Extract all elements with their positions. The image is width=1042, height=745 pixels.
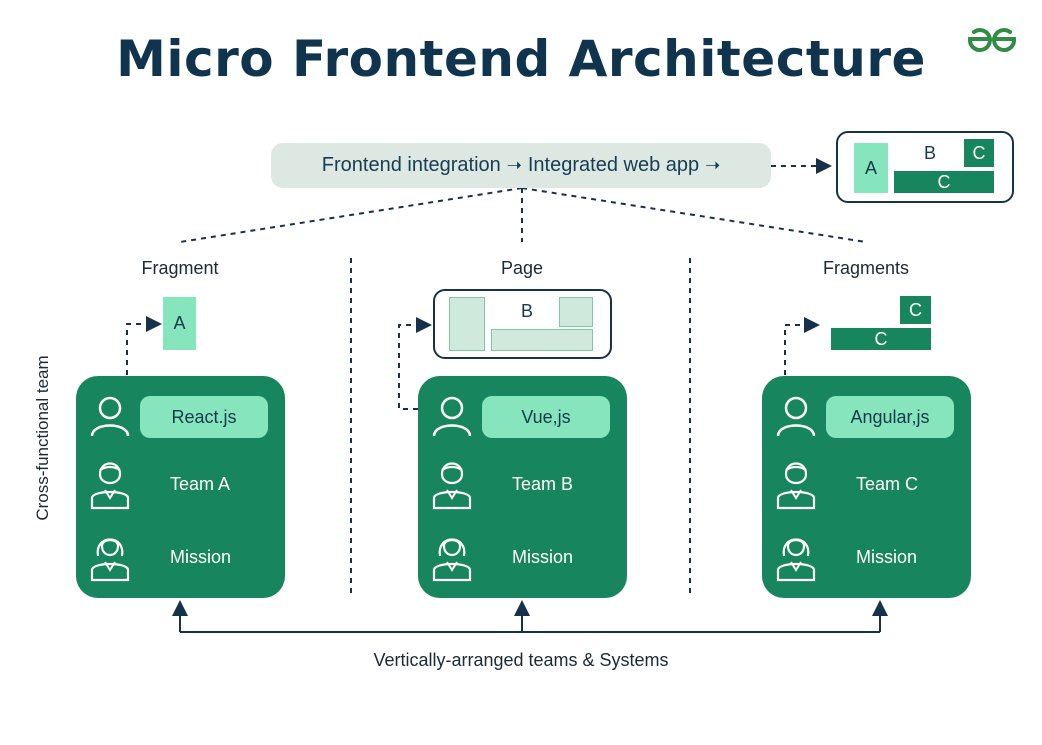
female-person-icon bbox=[776, 528, 816, 582]
fragment-c-bar-output: C bbox=[831, 328, 931, 350]
page-b-label: B bbox=[520, 301, 533, 321]
page-bar-block bbox=[491, 329, 593, 351]
bottom-label: Vertically-arranged teams & Systems bbox=[373, 650, 669, 670]
arrow-right-icon: ➝ bbox=[506, 155, 522, 175]
column-label: Fragment bbox=[141, 258, 219, 278]
team-card-c: Angular,js Team C Mission bbox=[762, 376, 971, 598]
male-person-icon bbox=[776, 458, 816, 510]
mission-label: Mission bbox=[856, 547, 918, 567]
fragment-a-output: A bbox=[163, 297, 196, 350]
male-person-icon bbox=[90, 458, 130, 510]
integrated-web-app-label: Integrated web app bbox=[527, 154, 700, 176]
tech-badge: React.js bbox=[140, 396, 268, 438]
side-label: Cross-functional team bbox=[33, 355, 52, 521]
fragment-c-bar-block: C bbox=[894, 171, 994, 193]
tech-badge: Angular,js bbox=[826, 396, 954, 438]
column-label: Fragments bbox=[822, 258, 910, 278]
mission-label: Mission bbox=[170, 547, 232, 567]
user-icon bbox=[432, 394, 472, 438]
team-card-a: React.js Team A Mission bbox=[76, 376, 285, 598]
team-name: Team C bbox=[856, 474, 919, 494]
column-label: Page bbox=[500, 258, 544, 278]
fragment-a-block: A bbox=[854, 143, 888, 193]
mission-label: Mission bbox=[512, 547, 574, 567]
frontend-integration-label: Frontend integration bbox=[321, 154, 501, 176]
fragment-c-small-output: C bbox=[900, 296, 931, 324]
team-name: Team B bbox=[512, 474, 574, 494]
user-icon bbox=[90, 394, 130, 438]
integration-pill: Frontend integration ➝ Integrated web ap… bbox=[271, 143, 771, 188]
arrow-right-icon: ➝ bbox=[705, 155, 721, 175]
team-name: Team A bbox=[170, 474, 231, 494]
tech-badge: Vue,js bbox=[482, 396, 610, 438]
female-person-icon bbox=[90, 528, 130, 582]
fragment-c-small-block: C bbox=[964, 139, 994, 167]
page-title: Micro Frontend Architecture bbox=[116, 30, 926, 88]
team-card-b: Vue,js Team B Mission bbox=[418, 376, 627, 598]
page-b-output: B bbox=[433, 289, 612, 359]
female-person-icon bbox=[432, 528, 472, 582]
page-right-block bbox=[559, 297, 593, 327]
integrated-app-preview: A B C C bbox=[836, 131, 1014, 203]
user-icon bbox=[776, 394, 816, 438]
page-b-label: B bbox=[923, 143, 936, 163]
page-left-block bbox=[449, 297, 485, 351]
male-person-icon bbox=[432, 458, 472, 510]
gfg-logo-icon bbox=[966, 26, 1018, 52]
